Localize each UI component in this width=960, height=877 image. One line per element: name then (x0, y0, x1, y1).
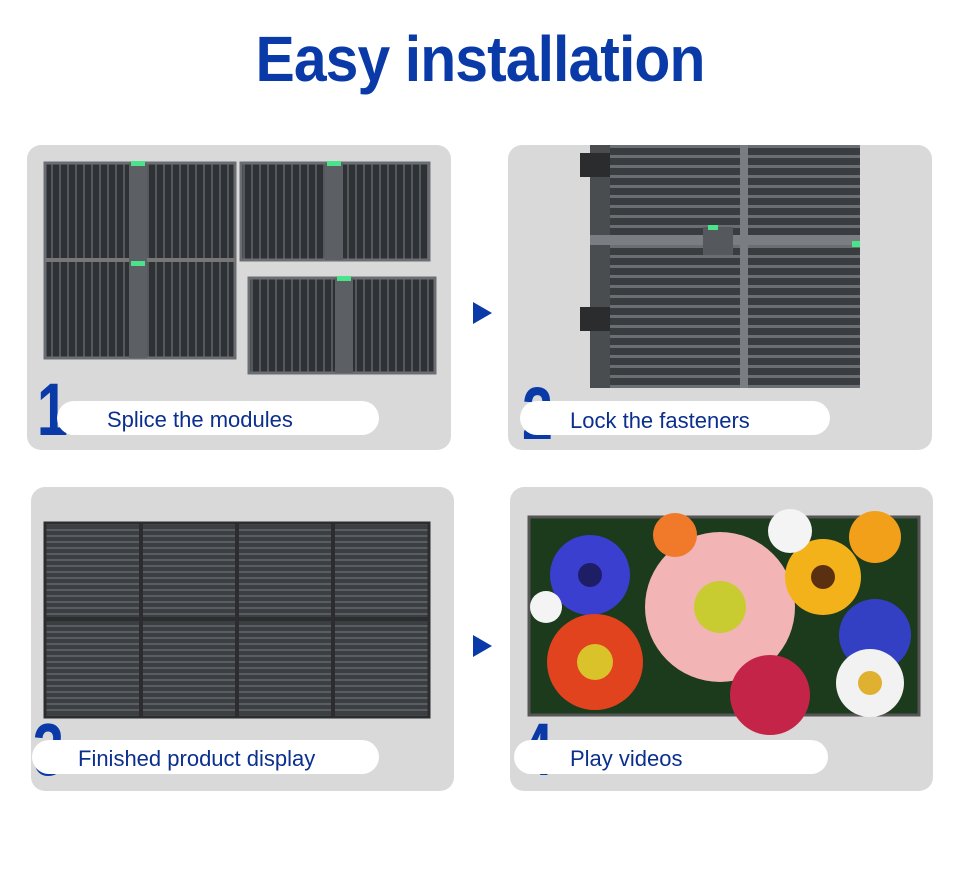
step-1-label-pill: Splice the modules (57, 401, 379, 435)
step-3-label: Finished product display (78, 746, 316, 771)
flower-video-image (527, 509, 921, 735)
arrow-icon (473, 635, 492, 657)
step-4-label-pill: Play videos (514, 740, 828, 774)
page-title: Easy installation (255, 23, 705, 95)
step-3-label-pill: Finished product display (32, 740, 379, 774)
fastener-closeup-image (580, 145, 860, 388)
arrow-icon (473, 302, 492, 324)
step-1-card: 1 Splice the modules (27, 145, 451, 450)
step-2-card: 2 Lock the fasteners (508, 145, 932, 450)
step-1-label: Splice the modules (107, 407, 293, 432)
spliced-modules-image (43, 161, 437, 375)
step-3-card: 3 Finished product display (31, 487, 454, 791)
finished-display-image (43, 521, 431, 719)
step-4-card: 4 Play videos (510, 487, 933, 791)
step-4-label: Play videos (570, 746, 683, 771)
step-2-label: Lock the fasteners (570, 408, 750, 433)
step-2-label-pill: Lock the fasteners (520, 401, 830, 435)
